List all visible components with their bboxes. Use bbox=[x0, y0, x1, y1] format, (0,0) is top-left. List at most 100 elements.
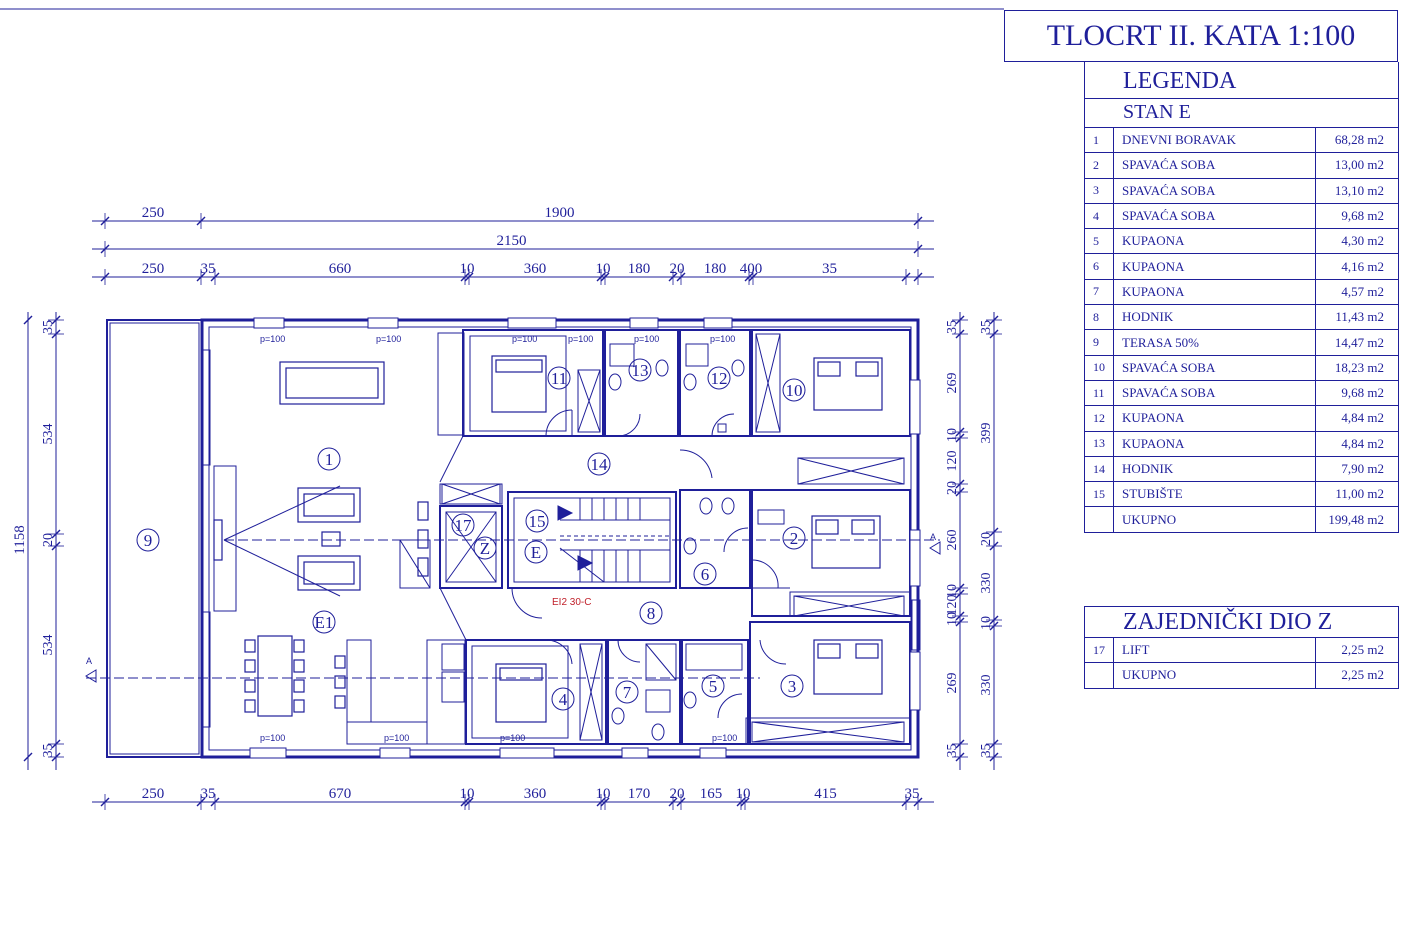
dimension-tick bbox=[23, 752, 33, 762]
room-number: 1 bbox=[1085, 128, 1114, 153]
sill-label: p=100 bbox=[500, 733, 525, 743]
dimension-label: 10 bbox=[596, 786, 611, 802]
room-label: 11 bbox=[551, 369, 567, 388]
room-area: 11,00 m2 bbox=[1335, 486, 1384, 502]
room-number bbox=[1085, 507, 1114, 532]
room-marker-circle bbox=[639, 601, 663, 625]
room-number: 14 bbox=[1085, 456, 1114, 482]
stairs bbox=[557, 498, 670, 583]
room-label: E bbox=[531, 543, 541, 562]
room-name: HODNIK bbox=[1114, 456, 1316, 482]
room-name: SPAVAĆA SOBA bbox=[1114, 178, 1316, 203]
room-number: 11 bbox=[1085, 380, 1114, 406]
room-area: 4,84 m2 bbox=[1341, 435, 1384, 451]
room-label: 3 bbox=[788, 677, 797, 696]
dimension-label: 35 bbox=[905, 786, 920, 802]
room-area: 14,47 m2 bbox=[1334, 334, 1384, 350]
room-marker-circle bbox=[525, 509, 549, 533]
room-name: SPAVAĆA SOBA bbox=[1114, 355, 1316, 380]
room-marker-circle bbox=[312, 610, 336, 634]
dimension-label: 250 bbox=[142, 261, 165, 277]
dimension-label: 10 bbox=[945, 428, 960, 442]
room-marker-circle bbox=[782, 526, 806, 550]
room-number: 3 bbox=[1085, 178, 1114, 203]
room-marker-circle bbox=[473, 536, 497, 560]
room-marker-circle bbox=[587, 452, 611, 476]
room-label: 7 bbox=[623, 683, 632, 702]
sill-label: p=100 bbox=[634, 334, 659, 344]
dimension-label: 180 bbox=[628, 261, 651, 277]
room-area: 4,16 m2 bbox=[1341, 258, 1384, 274]
sanitary bbox=[608, 343, 785, 741]
dimension-label: 35 bbox=[979, 320, 994, 334]
room-label: Z bbox=[480, 539, 490, 558]
section-a-left: A bbox=[86, 656, 92, 666]
dimension-label: 20 bbox=[670, 261, 685, 277]
room-label: 4 bbox=[559, 690, 568, 709]
room-area: 199,48 m2 bbox=[1328, 511, 1384, 527]
dimension-label: 330 bbox=[979, 675, 994, 696]
dimension-tick bbox=[23, 315, 33, 325]
room-name: KUPAONA bbox=[1114, 279, 1316, 305]
room-area: 7,90 m2 bbox=[1341, 461, 1384, 476]
room-name: KUPAONA bbox=[1114, 229, 1316, 254]
dimension-label: 400 bbox=[740, 261, 763, 277]
room-marker-circle bbox=[701, 674, 725, 698]
door-swings bbox=[511, 409, 787, 719]
room-number: 8 bbox=[1085, 305, 1114, 330]
dimension-label: 269 bbox=[945, 373, 960, 394]
sill-labels: p=100 p=100 p=100 p=100 p=100 p=100 p=10… bbox=[260, 334, 737, 743]
room-area: 2,25 m2 bbox=[1341, 667, 1384, 683]
dimension-label: 10 bbox=[596, 261, 611, 277]
dimension-label: 250 bbox=[142, 205, 165, 221]
room-label: 15 bbox=[529, 512, 546, 531]
room-label: 1 bbox=[325, 450, 334, 469]
room-label: 17 bbox=[455, 516, 473, 535]
dimension-label: 399 bbox=[979, 423, 994, 444]
room-name: KUPAONA bbox=[1114, 431, 1316, 456]
dimension-label: 180 bbox=[704, 261, 727, 277]
room-label: 6 bbox=[701, 565, 710, 584]
room-label: 13 bbox=[632, 361, 649, 380]
dimension-label: 10 bbox=[945, 612, 960, 626]
room-number: 12 bbox=[1085, 406, 1114, 431]
room-number: 4 bbox=[1085, 203, 1114, 229]
room-name: SPAVAĆA SOBA bbox=[1114, 203, 1316, 229]
room-number: 9 bbox=[1085, 330, 1114, 355]
room-name: TERASA 50% bbox=[1114, 330, 1316, 355]
room-label: 12 bbox=[711, 369, 728, 388]
sill-label: p=100 bbox=[260, 334, 285, 344]
room-label: 14 bbox=[591, 455, 609, 474]
dimension-label: 170 bbox=[628, 786, 651, 802]
room-name: UKUPNO bbox=[1114, 663, 1316, 688]
dimension-label: 20 bbox=[670, 786, 685, 802]
beds bbox=[491, 355, 883, 723]
dimension-label: 10 bbox=[460, 786, 475, 802]
room-number: 13 bbox=[1085, 431, 1114, 456]
sill-label: p=100 bbox=[568, 334, 593, 344]
room-area: 9,68 m2 bbox=[1341, 208, 1384, 224]
dimension-label: 35 bbox=[822, 261, 837, 277]
room-marker-circle bbox=[451, 513, 475, 537]
dimension-label: 360 bbox=[524, 261, 547, 277]
dimension-label: 20 bbox=[979, 532, 994, 546]
room-number: 15 bbox=[1085, 482, 1114, 507]
room-marker-circle bbox=[136, 528, 160, 552]
room-area: 13,00 m2 bbox=[1334, 157, 1384, 173]
dimension-label: 10 bbox=[736, 786, 751, 802]
room-name: SPAVAĆA SOBA bbox=[1114, 380, 1316, 406]
room-label: 2 bbox=[790, 529, 799, 548]
dimension-label: 670 bbox=[329, 786, 352, 802]
legend-heading: LEGENDA bbox=[1085, 62, 1398, 99]
